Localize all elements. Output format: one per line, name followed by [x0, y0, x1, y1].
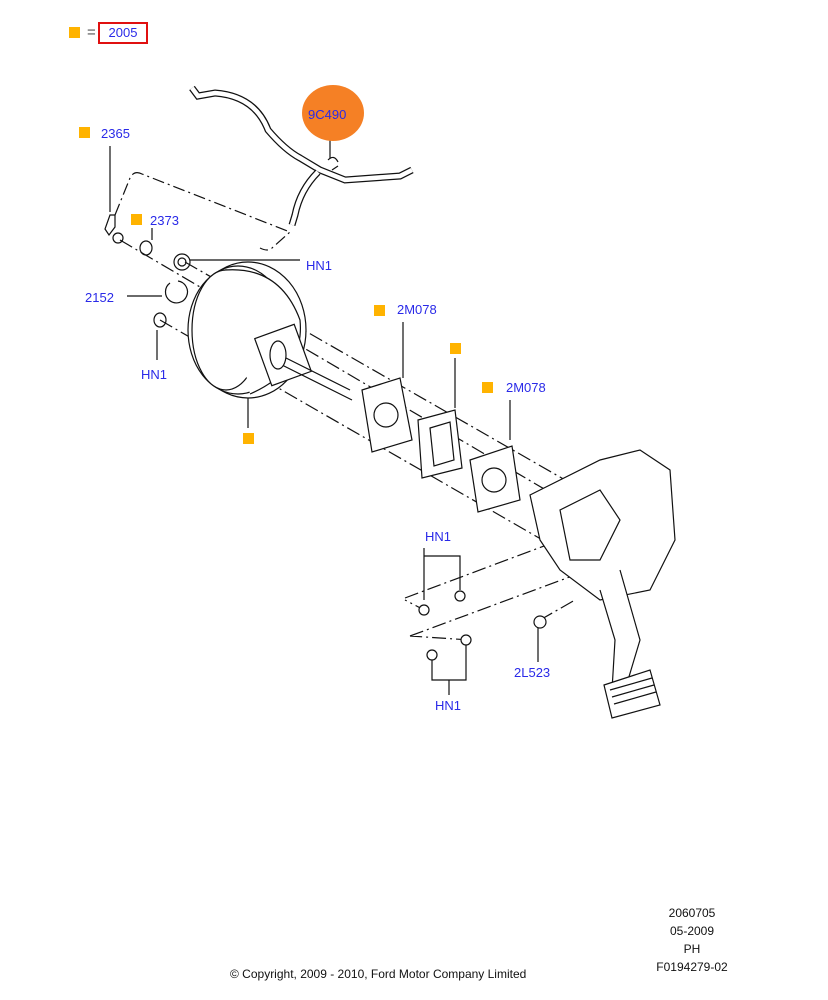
part-link-2l523[interactable]: 2L523 [514, 665, 551, 680]
leader-lines [109, 146, 539, 695]
part-link-2m078[interactable]: 2M078 [506, 380, 546, 395]
marker-icon [450, 343, 461, 354]
part-link-2m078[interactable]: 2M078 [397, 302, 437, 317]
diagram-date: 05-2009 [669, 924, 715, 938]
assembly-axis [119, 239, 601, 641]
part-link-2365[interactable]: 2365 [101, 126, 130, 141]
marker-icon [243, 433, 254, 444]
marker-icon [374, 305, 385, 316]
brake-booster [187, 261, 353, 401]
part-link-hn1[interactable]: HN1 [306, 258, 333, 273]
diagram-code: PH [683, 942, 701, 956]
vacuum-hose [189, 85, 414, 227]
pedal-box [418, 449, 676, 719]
routing-line [114, 172, 292, 251]
part-link-9c490[interactable]: 9C490 [308, 107, 347, 122]
part-link-hn1[interactable]: HN1 [141, 367, 168, 382]
figure-id: F0194279-02 [656, 960, 728, 974]
marker-icon [131, 214, 142, 225]
legend-code-link[interactable]: 2005 [98, 22, 148, 44]
marker-icon [79, 127, 90, 138]
legend-marker-icon [69, 27, 80, 38]
part-link-hn1[interactable]: HN1 [435, 698, 462, 713]
gaskets [361, 377, 521, 513]
highlight-marker [302, 85, 364, 141]
diagram-number: 2060705 [668, 906, 716, 920]
part-link-2152[interactable]: 2152 [85, 290, 114, 305]
fittings [104, 214, 191, 328]
part-link-hn1[interactable]: HN1 [425, 529, 452, 544]
legend-equals: = [87, 24, 96, 41]
marker-icon [482, 382, 493, 393]
copyright: © Copyright, 2009 - 2010, Ford Motor Com… [230, 967, 527, 981]
part-link-2373[interactable]: 2373 [150, 213, 179, 228]
